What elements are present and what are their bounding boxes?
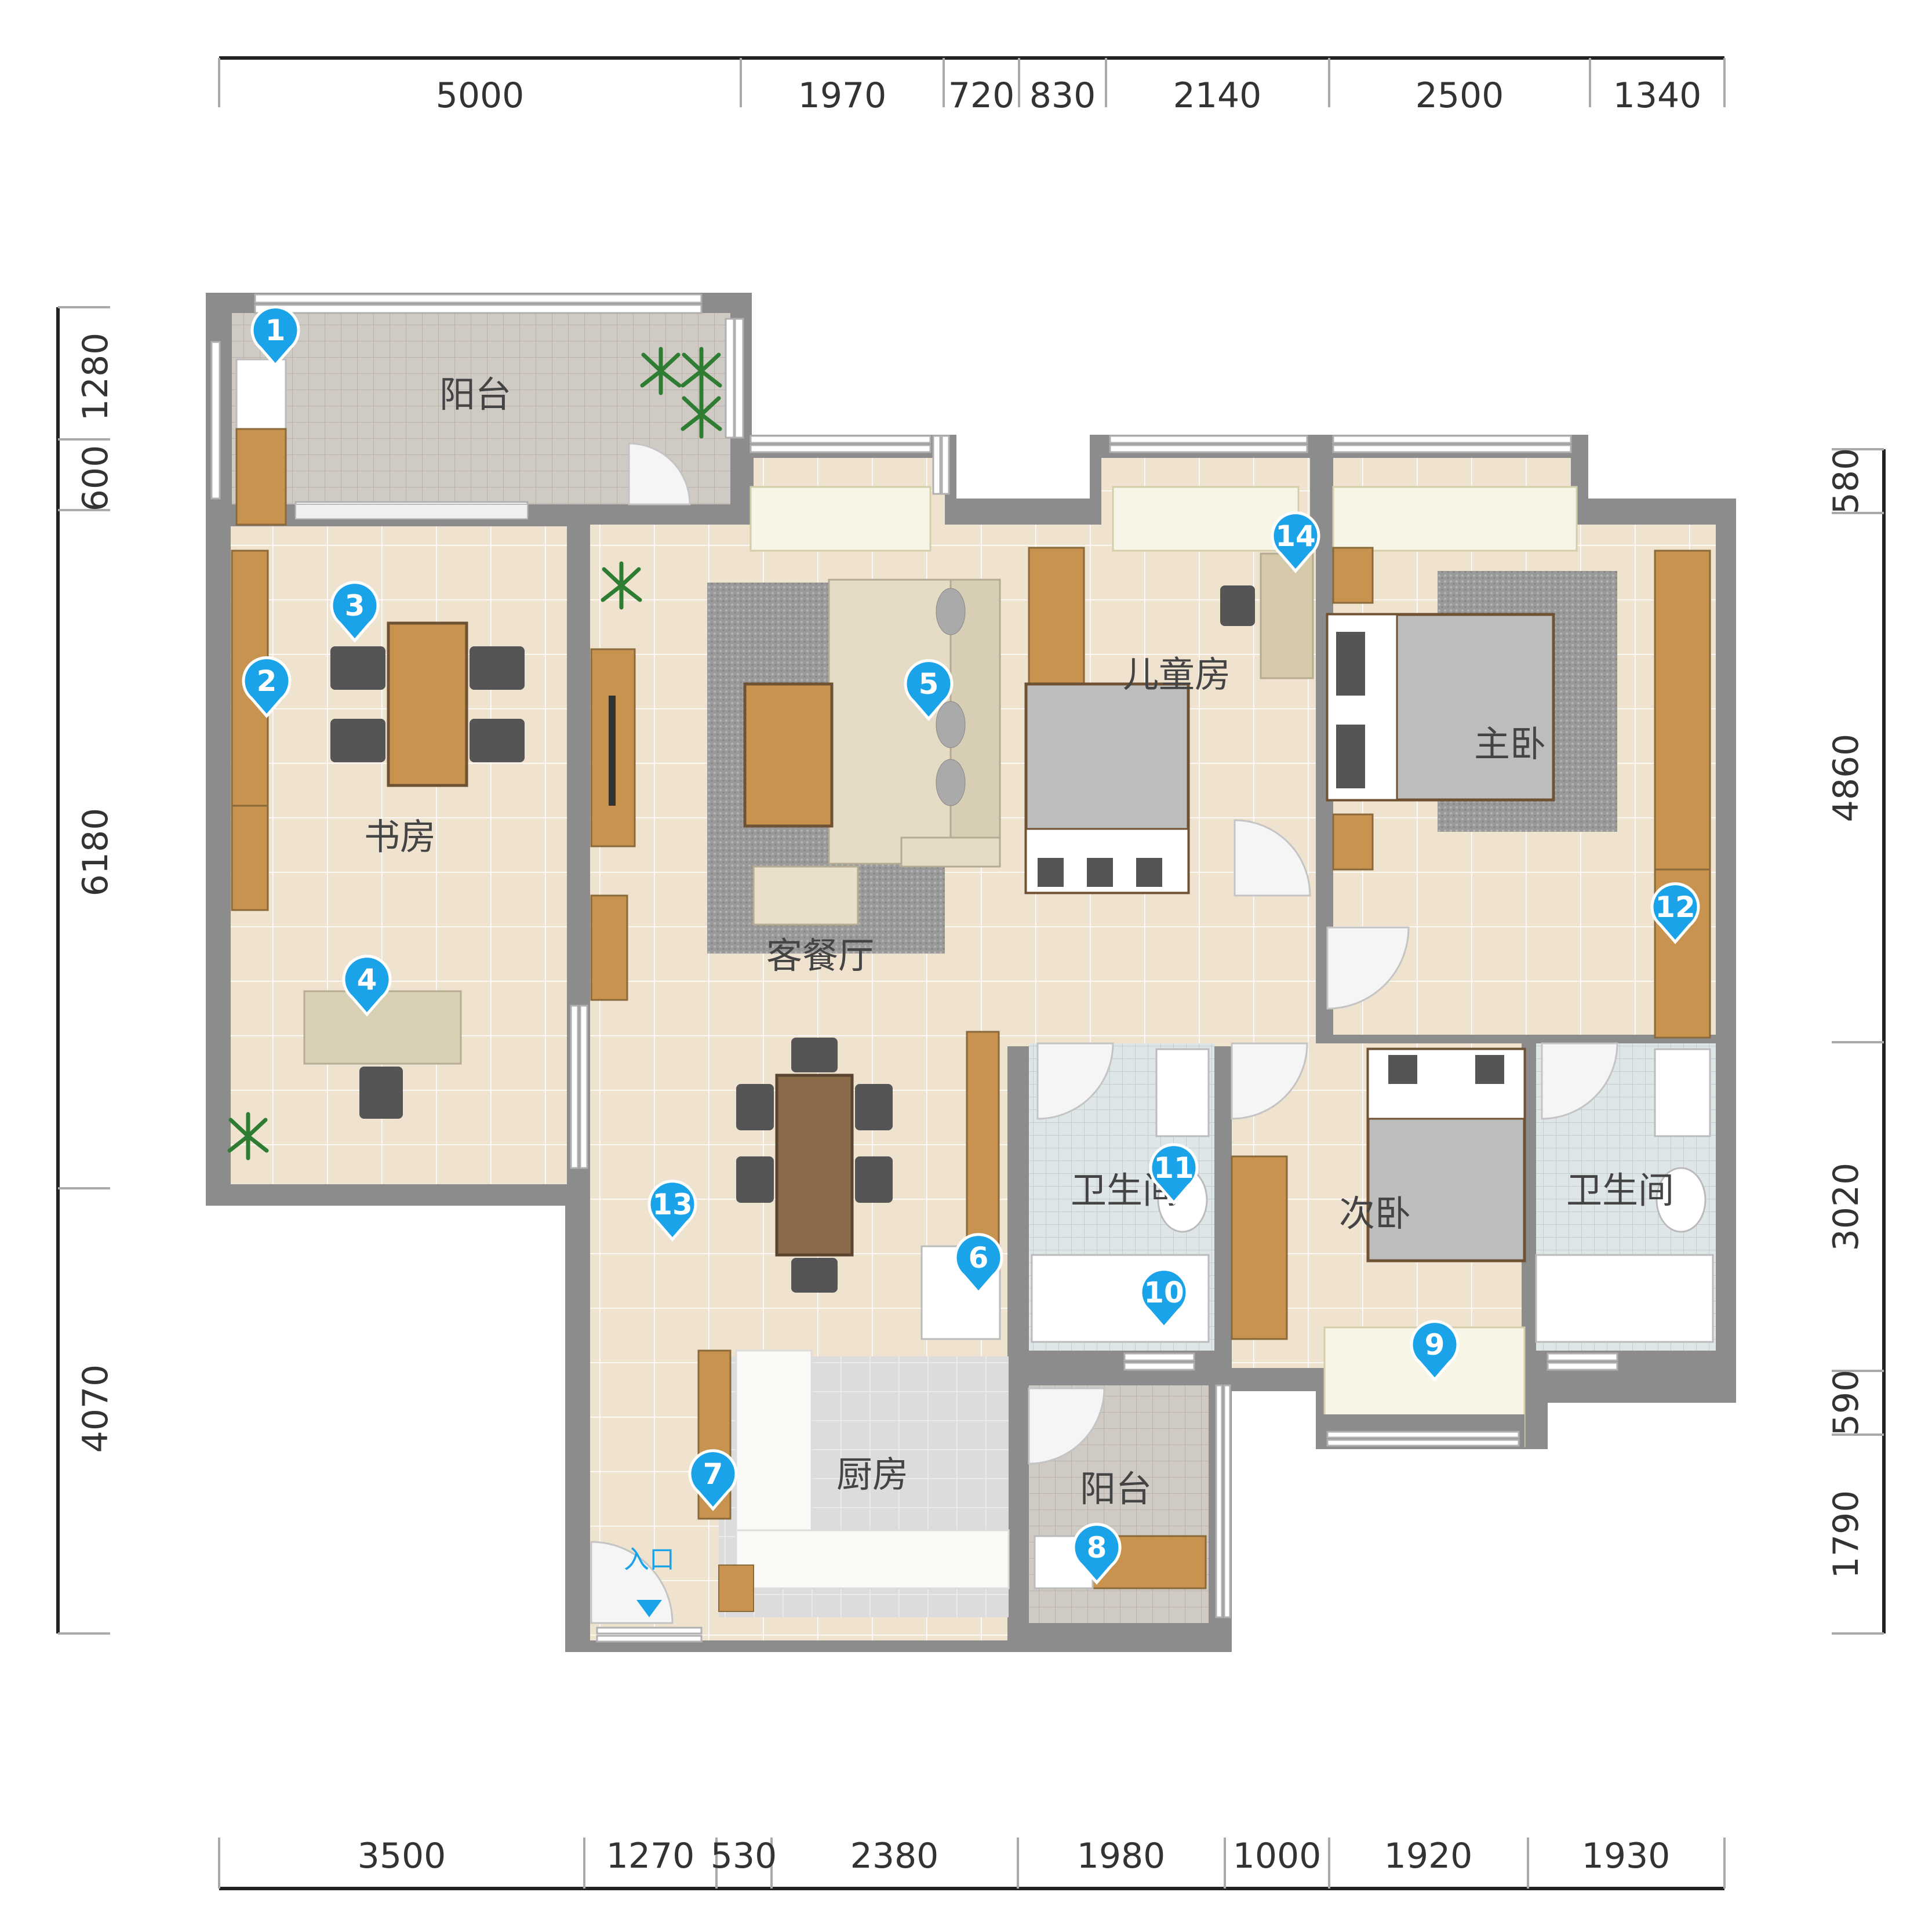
dim-right-1: 580 bbox=[1826, 448, 1866, 515]
dim-bottom-3: 530 bbox=[711, 1836, 777, 1876]
room-label-second: 次卧 bbox=[1339, 1192, 1411, 1235]
dim-top-4: 830 bbox=[1029, 75, 1096, 116]
dimension-left: 1280 600 6180 4070 bbox=[56, 306, 116, 1635]
dim-right-2: 4860 bbox=[1826, 734, 1866, 823]
svg-text:2: 2 bbox=[257, 664, 277, 698]
dim-bottom-5: 1980 bbox=[1077, 1836, 1166, 1876]
room-label-kitchen: 厨房 bbox=[836, 1453, 908, 1496]
marker-5[interactable]: 5 bbox=[904, 659, 954, 721]
dim-bottom-2: 1270 bbox=[606, 1836, 695, 1876]
svg-text:9: 9 bbox=[1425, 1328, 1445, 1362]
dim-bottom-4: 2380 bbox=[850, 1836, 939, 1876]
room-label-master: 主卧 bbox=[1474, 723, 1546, 765]
dim-right-5: 1790 bbox=[1826, 1490, 1866, 1579]
camera-markers[interactable]: 1 2 3 4 5 6 7 8 bbox=[242, 305, 1700, 1585]
svg-text:8: 8 bbox=[1087, 1531, 1107, 1564]
marker-9[interactable]: 9 bbox=[1410, 1320, 1460, 1382]
room-label-bath2: 卫生间 bbox=[1566, 1169, 1674, 1211]
marker-8[interactable]: 8 bbox=[1072, 1523, 1122, 1585]
dim-bottom-1: 3500 bbox=[358, 1836, 446, 1876]
svg-text:13: 13 bbox=[652, 1188, 693, 1221]
dim-right-3: 3020 bbox=[1826, 1163, 1866, 1251]
marker-4[interactable]: 4 bbox=[342, 955, 392, 1017]
dimension-top: 5000 1970 720 830 2140 2500 1340 bbox=[218, 56, 1726, 116]
room-label-study: 书房 bbox=[364, 816, 436, 858]
dim-top-6: 2500 bbox=[1416, 75, 1504, 116]
dim-bottom-7: 1920 bbox=[1384, 1836, 1473, 1876]
entrance-label: 入口 bbox=[624, 1545, 675, 1574]
svg-text:12: 12 bbox=[1655, 890, 1695, 924]
svg-text:1: 1 bbox=[265, 314, 286, 347]
dimension-right: 580 4860 3020 590 1790 bbox=[1826, 448, 1886, 1635]
dim-left-3: 6180 bbox=[75, 808, 116, 897]
room-label-living: 客餐厅 bbox=[766, 934, 874, 977]
room-label-kids: 儿童房 bbox=[1123, 653, 1231, 696]
dimension-bottom: 3500 1270 530 2380 1980 1000 1920 1930 bbox=[218, 1836, 1726, 1890]
dim-top-7: 1340 bbox=[1613, 75, 1702, 116]
dim-right-4: 590 bbox=[1826, 1370, 1866, 1436]
marker-3[interactable]: 3 bbox=[330, 581, 380, 643]
marker-7[interactable]: 7 bbox=[688, 1449, 738, 1511]
svg-text:3: 3 bbox=[345, 589, 365, 623]
kids-furniture bbox=[1024, 547, 1314, 894]
svg-text:11: 11 bbox=[1154, 1151, 1194, 1185]
room-labels: 阳台 书房 客餐厅 儿童房 主卧 卫生间 次卧 卫生间 厨房 阳台 入口 bbox=[364, 373, 1674, 1617]
dim-top-5: 2140 bbox=[1173, 75, 1262, 116]
dim-left-4: 4070 bbox=[75, 1365, 116, 1453]
dim-top-1: 5000 bbox=[436, 75, 525, 116]
marker-10[interactable]: 10 bbox=[1139, 1268, 1189, 1330]
balcony-top-furniture bbox=[235, 358, 528, 526]
bath2-furniture bbox=[1535, 1048, 1714, 1343]
marker-6[interactable]: 6 bbox=[954, 1233, 1003, 1295]
second-furniture bbox=[1231, 1047, 1526, 1340]
marker-13[interactable]: 13 bbox=[647, 1180, 697, 1242]
room-label-balcony-bottom: 阳台 bbox=[1080, 1468, 1152, 1510]
study-furniture bbox=[231, 550, 525, 1119]
svg-text:10: 10 bbox=[1144, 1276, 1184, 1309]
marker-11[interactable]: 11 bbox=[1149, 1143, 1199, 1205]
doors bbox=[590, 442, 1618, 1624]
room-label-balcony-top: 阳台 bbox=[439, 373, 511, 416]
svg-text:4: 4 bbox=[357, 963, 377, 996]
dim-left-1: 1280 bbox=[75, 333, 116, 421]
dim-bottom-8: 1930 bbox=[1582, 1836, 1671, 1876]
dim-top-3: 720 bbox=[948, 75, 1015, 116]
svg-text:14: 14 bbox=[1275, 519, 1316, 553]
living-furniture bbox=[590, 578, 1001, 1520]
dim-bottom-6: 1000 bbox=[1233, 1836, 1322, 1876]
dim-top-2: 1970 bbox=[798, 75, 887, 116]
corridor-floor bbox=[1003, 896, 1316, 1040]
marker-2[interactable]: 2 bbox=[242, 656, 292, 718]
svg-text:6: 6 bbox=[969, 1241, 989, 1275]
kitchen-furniture bbox=[718, 1349, 1207, 1612]
entrance-arrow-icon bbox=[636, 1600, 662, 1617]
marker-14[interactable]: 14 bbox=[1271, 511, 1320, 573]
marker-1[interactable]: 1 bbox=[250, 305, 300, 368]
svg-text:7: 7 bbox=[703, 1457, 723, 1491]
master-furniture bbox=[1326, 547, 1711, 1039]
dim-left-2: 600 bbox=[75, 445, 116, 512]
plant-icon bbox=[227, 347, 722, 1160]
marker-12[interactable]: 12 bbox=[1650, 882, 1700, 944]
svg-text:5: 5 bbox=[919, 667, 939, 701]
